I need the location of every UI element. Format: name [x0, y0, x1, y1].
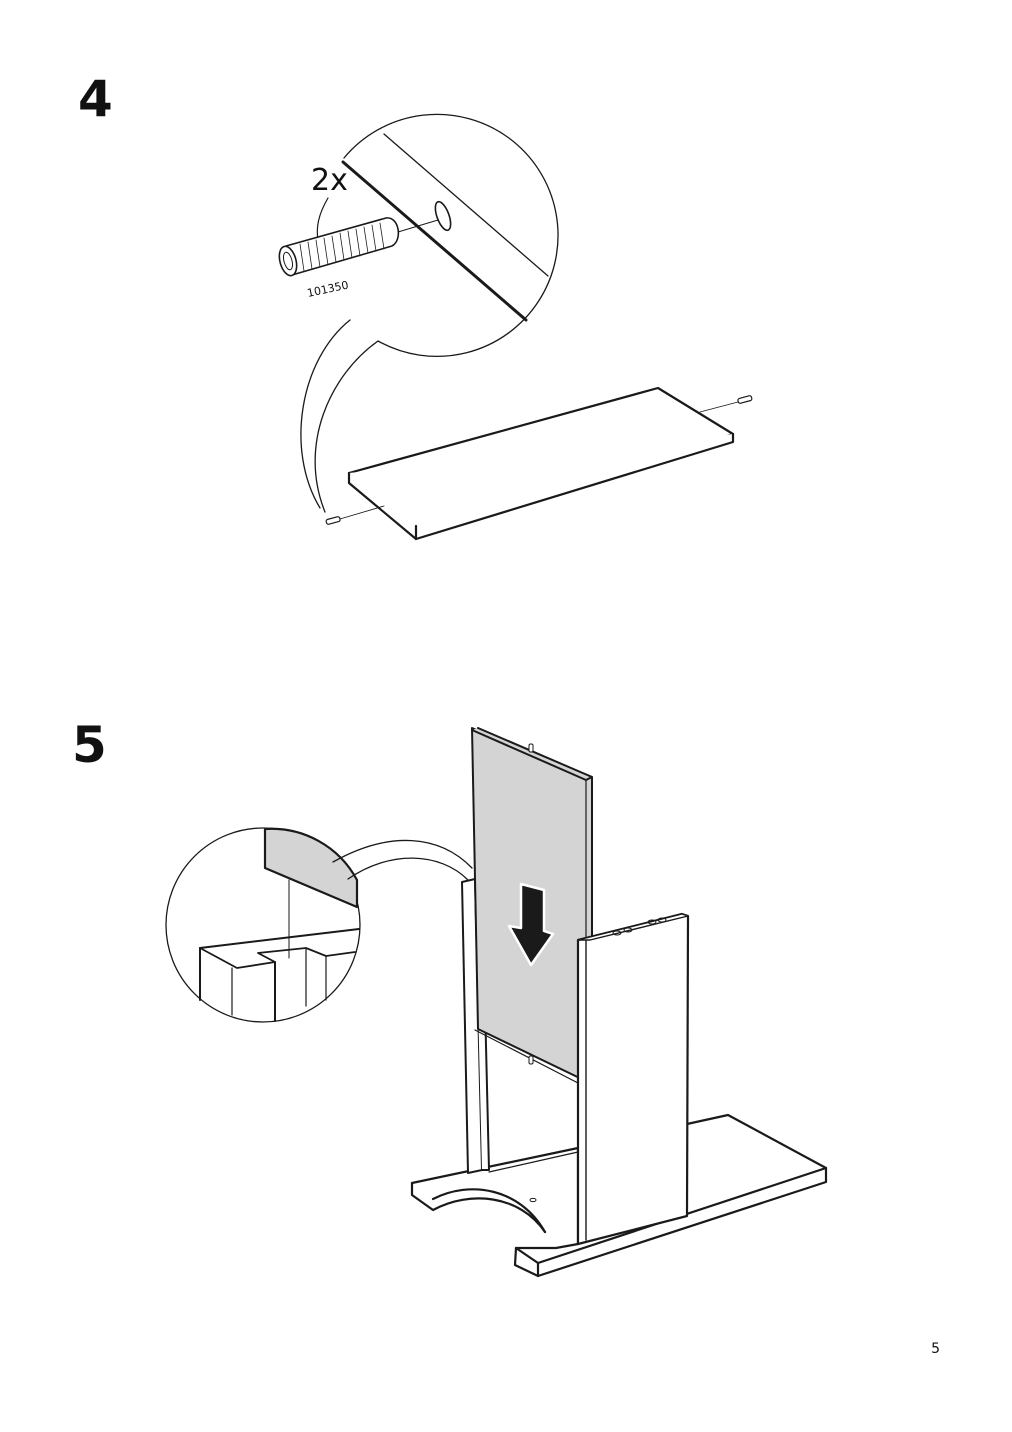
page-number: 5	[931, 1341, 940, 1357]
step4-callout-line-2	[314, 340, 379, 513]
part-number-label: 101350	[306, 278, 350, 299]
step4-detail-circle	[343, 113, 559, 358]
dowel-small-icon	[325, 395, 753, 525]
step-number-5: 5	[72, 716, 107, 774]
dowel-hole-icon	[434, 200, 452, 232]
step-number-4: 4	[78, 70, 113, 128]
arrow-down-icon	[507, 882, 555, 967]
right-side-panel	[576, 912, 690, 1246]
quantity-label: 2x	[311, 163, 348, 198]
step5-callout-line	[332, 839, 473, 869]
step5-detail-circle	[165, 827, 361, 1023]
dowel-icon	[278, 217, 400, 277]
step4-callout-line	[300, 319, 351, 509]
shelf-board	[347, 386, 735, 541]
